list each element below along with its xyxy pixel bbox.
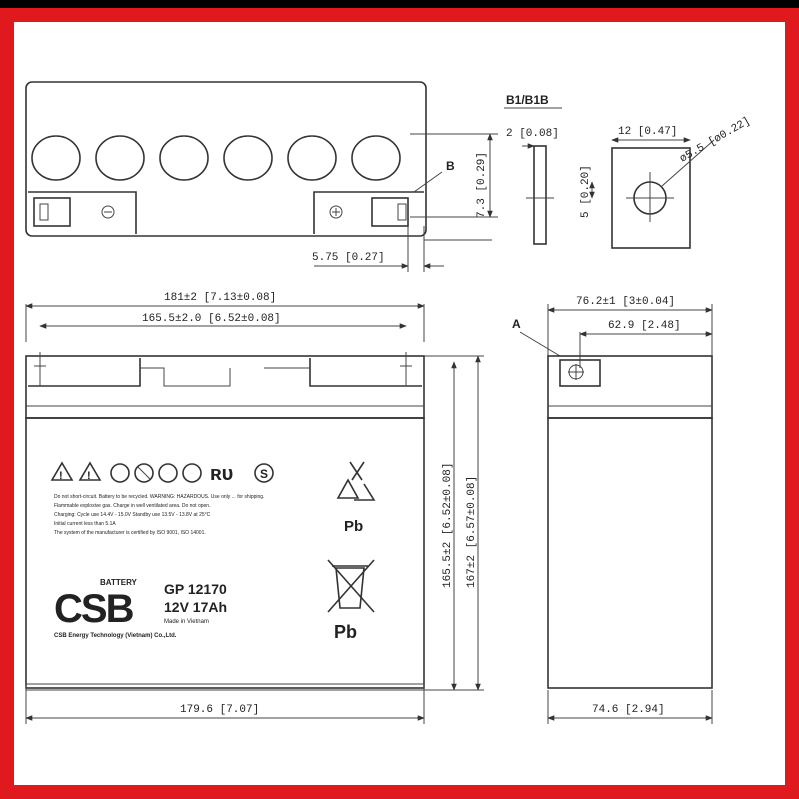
lead-symbol-2: Pb (334, 622, 357, 642)
vent-cap-3 (159, 135, 209, 181)
brand-logo: CSB (54, 587, 134, 631)
dim-front-overall-width: 181±2 [7.13±0.08] (164, 292, 276, 304)
fine-print-line-5: The system of the manufacturer is certif… (54, 530, 206, 536)
dim-side-bottom-width: 74.6 [2.94] (592, 704, 665, 716)
ul-mark-icon: ʀᴜ (210, 463, 233, 485)
fine-print-line-3: Charging: Cycle use 14.4V - 15.0V Standb… (54, 512, 211, 518)
warning-triangle-icon (50, 461, 74, 481)
vent-cap-1 (31, 135, 81, 181)
side-view: 76.2±1 [3±0.04] 62.9 [2.48] A 74.6 [2.94… (512, 296, 713, 724)
dim-side-terminal: 62.9 [2.48] (608, 320, 681, 332)
company-name: CSB Energy Technology (Vietnam) Co.,Ltd. (54, 633, 177, 639)
dim-front-bottom-width: 179.6 [7.07] (180, 704, 259, 716)
container-base (25, 683, 425, 691)
battery-container (25, 417, 425, 689)
lid-recess-outline (28, 358, 422, 387)
vent-cap-5 (287, 135, 337, 181)
technical-drawing: B 7.3 [0.29] 5.75 [0.27] B1/B1B 2 [0.08]… (25, 81, 753, 724)
read-manual-icon (182, 463, 202, 483)
dim-front-container-height: 165.5±2 [6.52±0.08] (442, 463, 454, 588)
model-number: GP 12170 (164, 581, 227, 597)
no-flame-icon (134, 463, 154, 483)
fine-print-line-4: Initial current less than 5.1A (54, 521, 116, 527)
dim-side-overall-width: 76.2±1 [3±0.04] (576, 296, 675, 308)
certification-mark-letter: S (260, 467, 268, 481)
no-flame-slash (137, 466, 151, 480)
side-lid (547, 355, 713, 419)
dim-hole-offset: 5 [0.20] (580, 165, 592, 218)
callout-b-leader (413, 171, 443, 193)
negative-terminal-tab (39, 203, 49, 221)
recycle-icon (336, 461, 376, 501)
plus-sign-icon (329, 205, 343, 219)
lid-handle-recess (140, 367, 310, 387)
dim-top-offset: 5.75 [0.27] (312, 252, 385, 264)
callout-b: B (446, 159, 455, 173)
warning-triangle-mark: ! (59, 470, 63, 482)
hole-leader (661, 139, 715, 187)
positive-terminal-top (371, 197, 409, 227)
fine-print: Do not short-circuit. Battery to be recy… (54, 494, 264, 536)
battery-lid (25, 355, 425, 419)
dim-front-terminal-spacing: 165.5±2.0 [6.52±0.08] (142, 313, 281, 325)
fine-print-line-1: Do not short-circuit. Battery to be recy… (54, 494, 264, 500)
positive-terminal-tab (397, 203, 407, 221)
terminal-tab-front (611, 147, 691, 249)
callout-a: A (512, 317, 521, 331)
origin: Made in Vietnam (164, 619, 209, 625)
lead-symbol-1: Pb (344, 518, 363, 535)
child-keep-away-icon (158, 463, 178, 483)
warning-icons: ! ! ʀᴜ S (50, 461, 274, 485)
minus-sign-icon (101, 205, 115, 219)
top-view: B 7.3 [0.29] 5.75 [0.27] (25, 81, 498, 272)
drawing-canvas: B 7.3 [0.29] 5.75 [0.27] B1/B1B 2 [0.08]… (14, 22, 785, 785)
terminal-detail: B1/B1B 2 [0.08] 12 [0.47] ø5.5 [ø0.22] 5… (504, 93, 753, 249)
top-view-outline (25, 81, 427, 237)
vent-cap-2 (95, 135, 145, 181)
terminal-recesses (28, 191, 424, 234)
brand-tag: BATTERY (100, 578, 138, 587)
callout-a-leader (519, 331, 561, 357)
negative-terminal-top (33, 197, 71, 227)
rating: 12V 17Ah (164, 599, 227, 615)
dim-front-total-height: 167±2 [6.57±0.08] (466, 476, 478, 588)
terminal-title: B1/B1B (506, 93, 549, 107)
crossed-bin-icon (327, 559, 375, 613)
corrosive-triangle-mark: ! (87, 470, 91, 482)
fine-print-line-2: Flammable explosive gas. Charge in well … (54, 503, 210, 509)
vent-cap-6 (351, 135, 401, 181)
vent-cap-4 (223, 135, 273, 181)
dim-top-height: 7.3 [0.29] (476, 152, 488, 218)
dim-tab-width: 12 [0.47] (618, 126, 677, 138)
side-container (547, 417, 713, 689)
side-terminal (559, 359, 601, 387)
terminal-tab-profile (533, 145, 547, 245)
dim-tab-thickness: 2 [0.08] (506, 128, 559, 140)
certification-mark-icon (254, 463, 274, 483)
eye-protection-icon (110, 463, 130, 483)
front-view: 181±2 [7.13±0.08] 165.5±2.0 [6.52±0.08] … (25, 292, 484, 724)
top-view-vents (31, 135, 401, 181)
corrosive-triangle-icon (78, 461, 102, 481)
